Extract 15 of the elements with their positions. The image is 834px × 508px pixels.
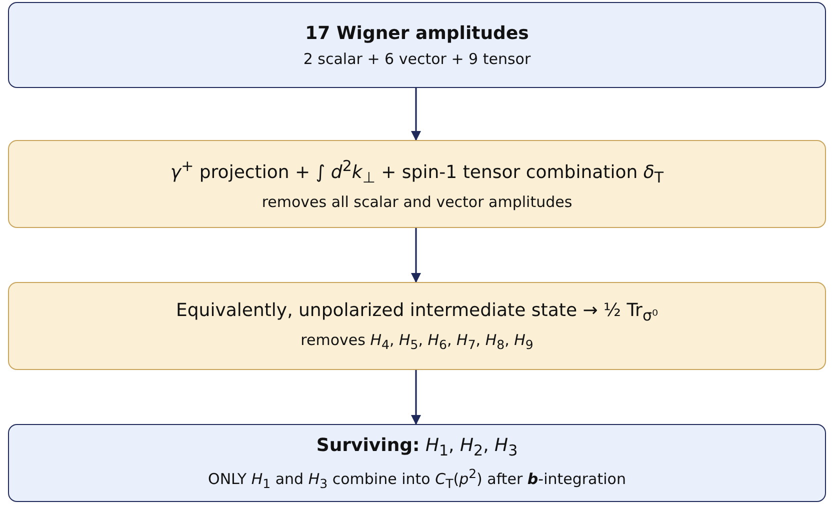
process-box	[8, 424, 826, 502]
box-description: removes all scalar and vector amplitudes	[262, 192, 572, 211]
arrow	[411, 228, 421, 283]
process-box	[8, 140, 826, 228]
process-box	[8, 2, 826, 88]
box-description: 2 scalar + 6 vector + 9 tensor	[303, 50, 531, 68]
box-heading: 17 Wigner amplitudes	[305, 22, 529, 44]
box-heading: γ$^{+}$ projection + ∫ d$^{2}$k$_{⊥}$ + spin-1 tensor combination δ$_{T}$	[170, 157, 664, 187]
box-description: ONLY H$_{1}$ and H$_{3}$ combine into C$_{T}$(p$^{2}$) after b-integration	[208, 466, 626, 491]
arrow	[411, 88, 421, 141]
box-heading: Equivalently, unpolarized intermediate state → ½ Tr$_{σ⁰}$	[176, 300, 658, 325]
box-heading: Surviving: H$_{1}$, H$_{2}$, H$_{3}$	[316, 435, 518, 460]
arrow	[411, 370, 421, 425]
box-description: removes H$_{4}$, H$_{5}$, H$_{6}$, H$_{7}$, H$_{8}$, H$_{9}$	[300, 330, 534, 352]
process-box	[8, 282, 826, 370]
